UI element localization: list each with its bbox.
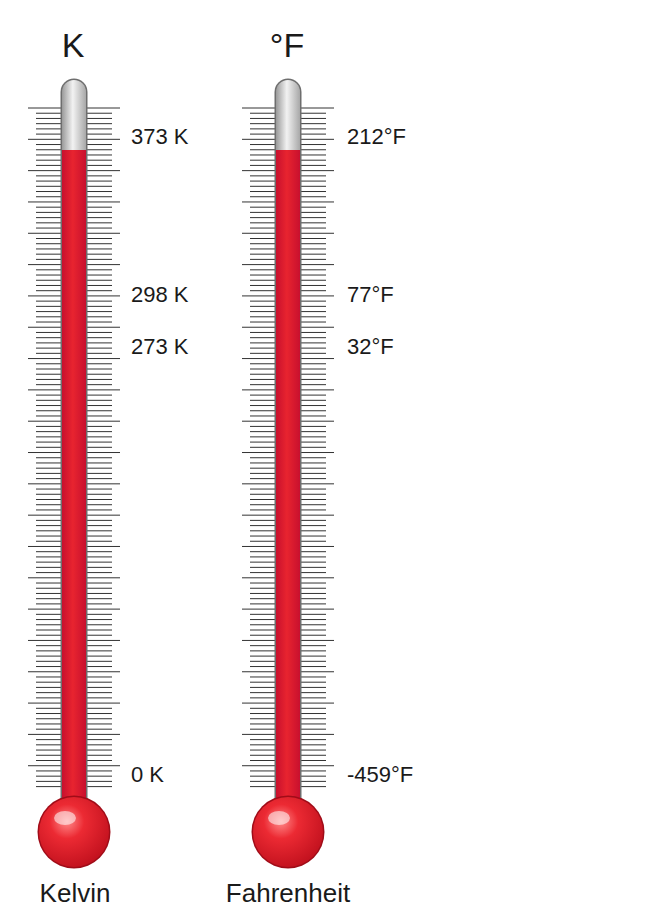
bulb — [252, 796, 325, 869]
scale-value: 32°F — [347, 336, 394, 358]
glass-tube — [276, 80, 300, 832]
bulb — [38, 796, 111, 869]
unit-heading: °F — [270, 28, 304, 62]
thermometer-tubes — [38, 79, 325, 869]
red-fluid — [62, 150, 86, 832]
scale-value: 0 K — [131, 764, 164, 786]
glass-tube — [62, 80, 86, 832]
bulb-highlight — [268, 811, 290, 825]
scale-value: 273 K — [131, 336, 189, 358]
bulb-highlight — [54, 811, 76, 825]
red-fluid — [276, 150, 300, 832]
scale-value: 373 K — [131, 126, 189, 148]
scale-value: -459°F — [347, 764, 413, 786]
scale-value: 298 K — [131, 284, 189, 306]
unit-heading: K — [62, 28, 85, 62]
bulb — [39, 797, 109, 867]
bulb — [253, 797, 323, 867]
scale-value: 212°F — [347, 126, 406, 148]
scale-value: 77°F — [347, 284, 394, 306]
scale-name: Fahrenheit — [226, 880, 350, 906]
scale-name: Kelvin — [40, 880, 111, 906]
